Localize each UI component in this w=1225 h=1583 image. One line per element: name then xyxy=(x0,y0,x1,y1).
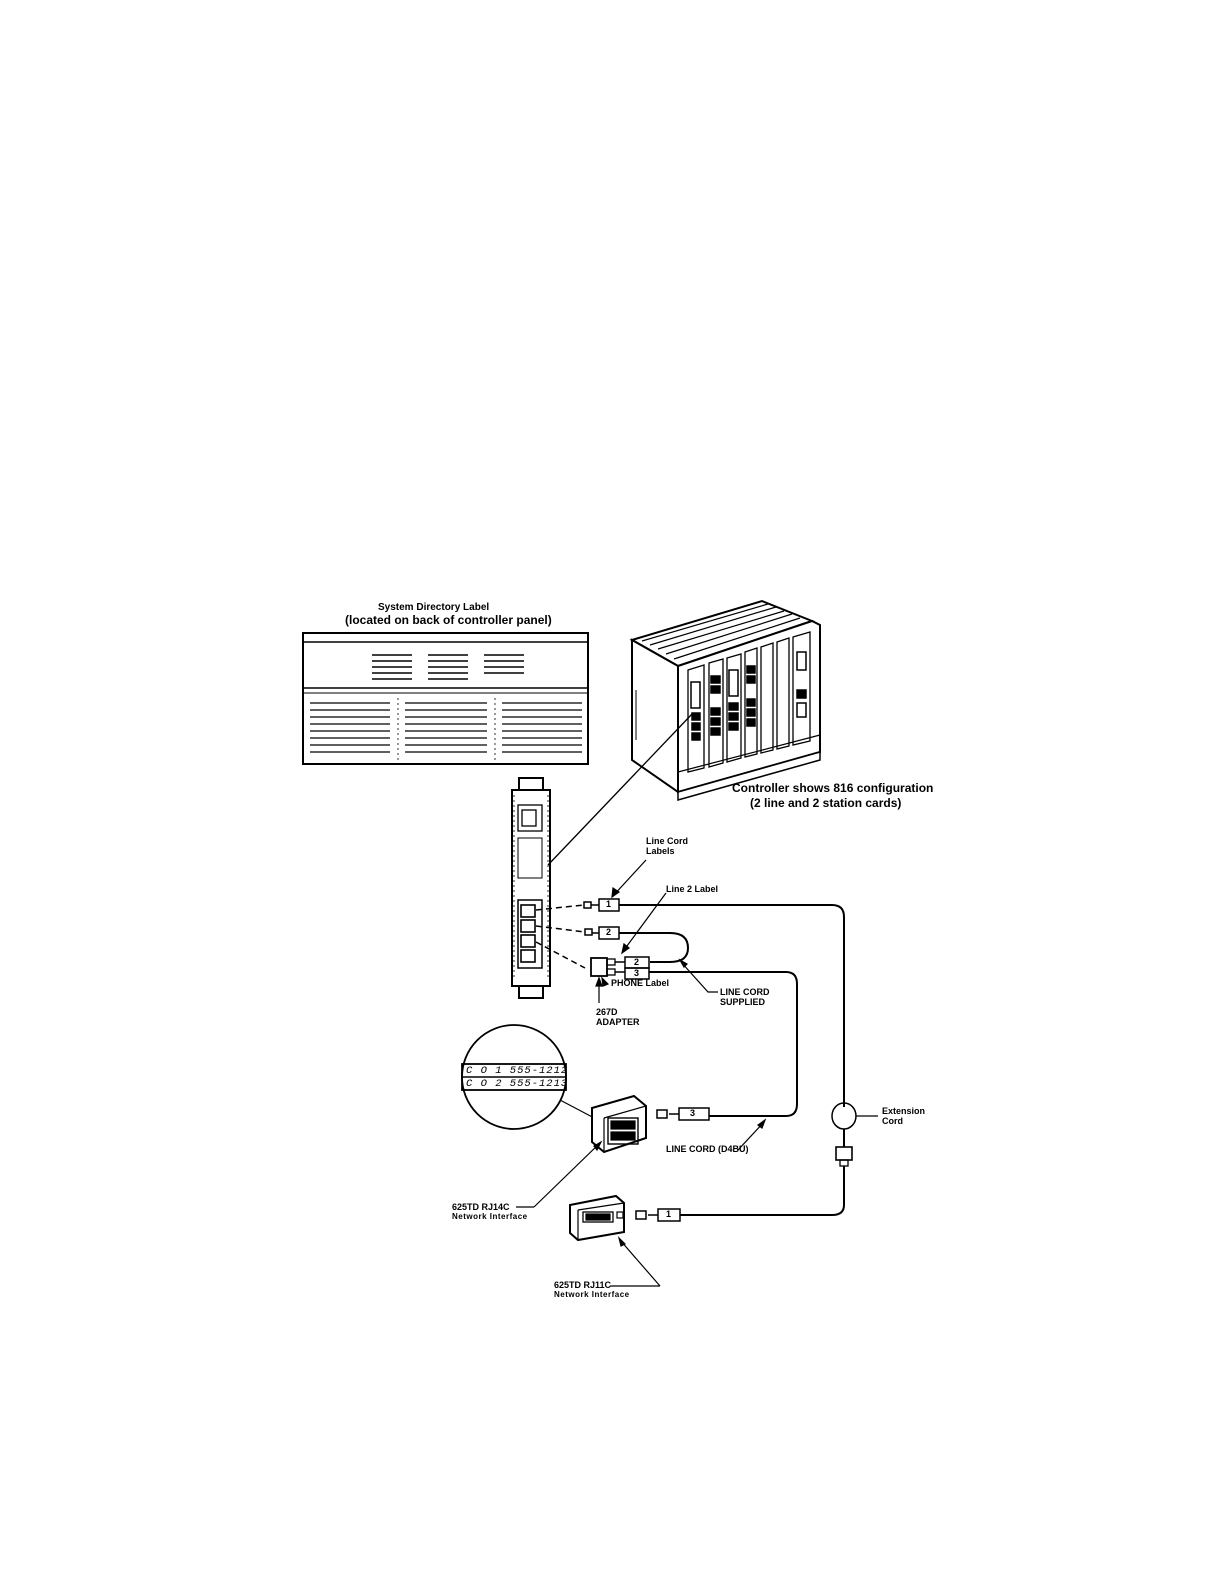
extension-cord-caption: Extension Cord xyxy=(882,1106,925,1127)
leader-lines xyxy=(516,859,767,1287)
line-cord-supplied-line1: LINE CORD xyxy=(720,987,770,997)
tag-adapter-out2: 2 xyxy=(634,957,640,967)
rj14c-line2: Network Interface xyxy=(452,1212,528,1222)
adapter-caption: 267D ADAPTER xyxy=(596,1007,640,1028)
rj11c-network-interface xyxy=(569,1194,625,1242)
rj11c-line1: 625TD RJ11C xyxy=(554,1280,612,1290)
cords xyxy=(535,898,878,1222)
controller-caption-line2: (2 line and 2 station cards) xyxy=(750,796,902,810)
rj14c-caption: 625TD RJ14C Network Interface xyxy=(452,1202,528,1222)
rj14c-line1: 625TD RJ14C xyxy=(452,1202,510,1212)
adapter-line1: 267D xyxy=(596,1007,618,1017)
adapter-line2: ADAPTER xyxy=(596,1017,640,1028)
controller-caption-line1: Controller shows 816 configuration xyxy=(732,781,934,795)
tag-adapter-out3: 3 xyxy=(634,968,640,978)
line-cord-d4bu-caption: LINE CORD (D4BU) xyxy=(666,1144,749,1154)
system-directory-label xyxy=(302,632,589,765)
magnifier-row1: C O 1 555-1212 xyxy=(466,1065,569,1077)
rj14c-network-interface xyxy=(591,1094,647,1154)
line-cord-labels-line2: Labels xyxy=(646,846,675,857)
phone-label-caption: PHONE Label xyxy=(611,978,670,988)
line-cord-labels-caption: Line Cord Labels xyxy=(646,836,688,857)
tag-to-rj14c: 3 xyxy=(690,1108,696,1118)
extension-cord-line2: Cord xyxy=(882,1116,903,1127)
directory-title: System Directory Label xyxy=(378,602,490,613)
controller-cabinet xyxy=(629,599,821,801)
rj11c-caption: 625TD RJ11C Network Interface xyxy=(554,1280,630,1300)
line-cord-labels-line1: Line Cord xyxy=(646,836,688,846)
magnifier-callout xyxy=(461,1024,599,1130)
tag-to-rj11c: 1 xyxy=(666,1209,672,1219)
extension-cord-line1: Extension xyxy=(882,1106,926,1116)
directory-subtitle: (located on back of controller panel) xyxy=(345,613,552,627)
line2-label-caption: Line 2 Label xyxy=(666,884,719,894)
line-cord-supplied-line2: SUPPLIED xyxy=(720,997,766,1008)
tag-line1: 1 xyxy=(606,899,612,909)
rj11c-line2: Network Interface xyxy=(554,1290,630,1300)
tag-line2: 2 xyxy=(606,927,612,937)
line-cord-supplied-caption: LINE CORD SUPPLIED xyxy=(720,987,770,1008)
card-leader-line xyxy=(547,712,694,866)
magnifier-row2: C O 2 555-1213 xyxy=(466,1078,569,1090)
line-card xyxy=(511,777,551,999)
